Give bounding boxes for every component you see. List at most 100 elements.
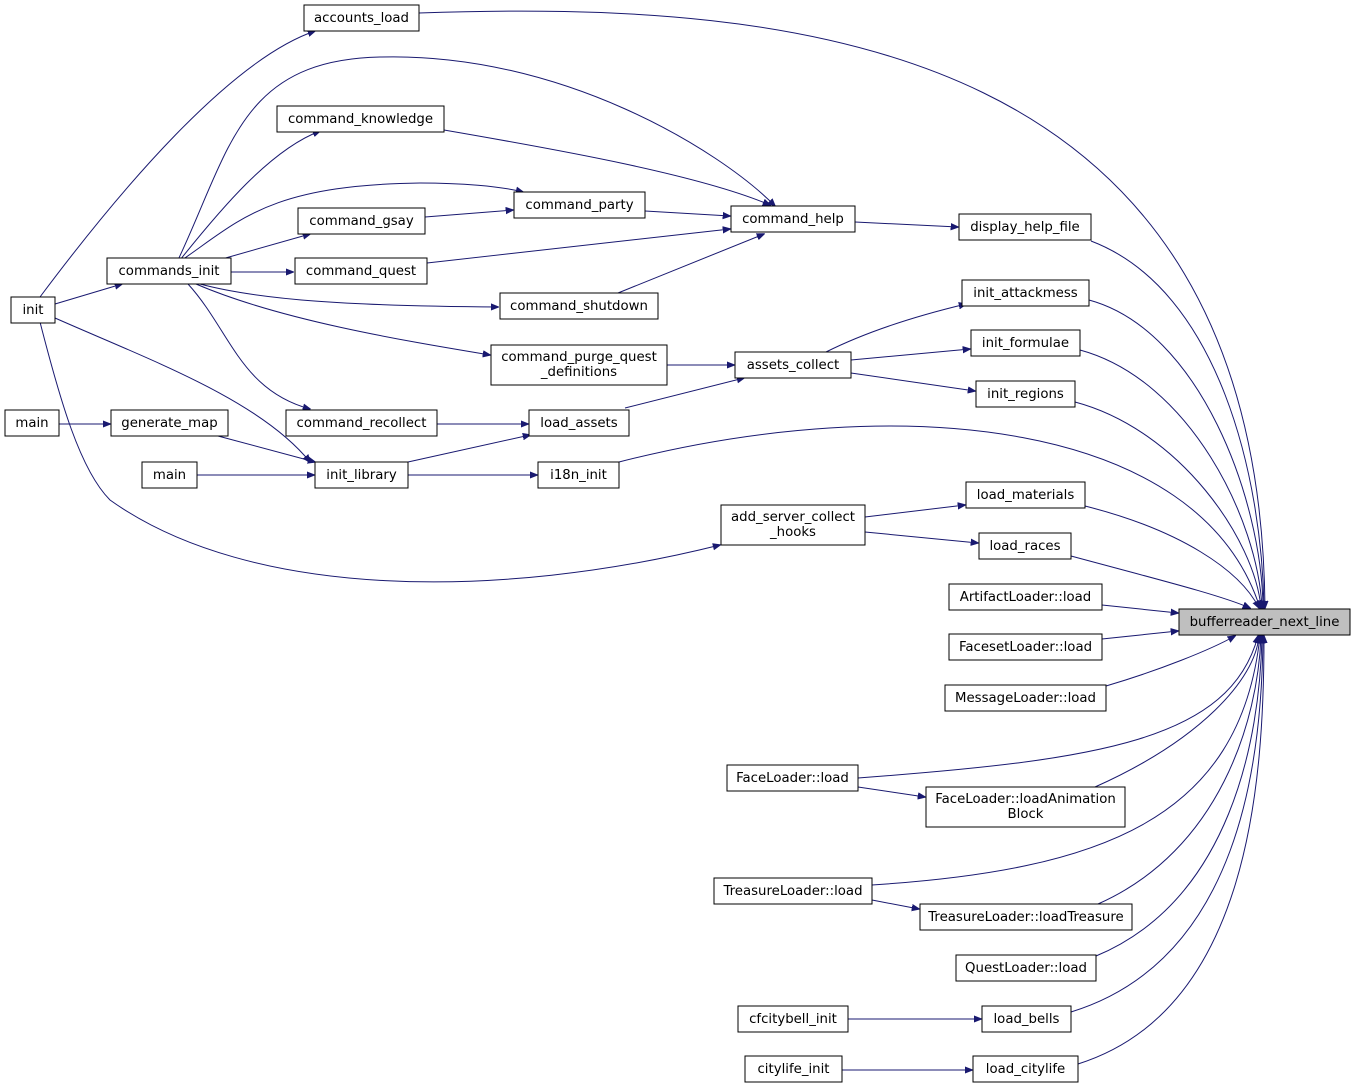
node-label: load_bells bbox=[993, 1012, 1059, 1027]
node-command_quest[interactable]: command_quest bbox=[294, 257, 428, 285]
node-cfcitybell_init[interactable]: cfcitybell_init bbox=[737, 1005, 849, 1033]
node-label: QuestLoader::load bbox=[965, 961, 1087, 976]
node-label: TreasureLoader::load bbox=[722, 884, 862, 899]
edge-commands_init-to-command_knowledge bbox=[179, 131, 320, 261]
node-treasureloader_load[interactable]: TreasureLoader::load bbox=[713, 877, 873, 905]
node-init_attackmess[interactable]: init_attackmess bbox=[961, 279, 1090, 307]
edge-faceloader_load-to-bufferreader bbox=[857, 636, 1258, 779]
node-label: main bbox=[15, 416, 48, 431]
edge-init-to-add_server_collect_hooks bbox=[39, 321, 720, 583]
edge-command_quest-to-command_help bbox=[426, 229, 730, 264]
node-label: init_regions bbox=[987, 387, 1064, 402]
node-bufferreader_next_line[interactable]: bufferreader_next_line bbox=[1178, 608, 1351, 636]
edge-load_assets-to-assets_collect bbox=[624, 378, 744, 409]
edge-command_shutdown-to-command_help bbox=[617, 234, 764, 294]
node-label: generate_map bbox=[121, 416, 217, 431]
edge-load_bells-to-bufferreader bbox=[1070, 636, 1263, 1013]
node-label: commands_init bbox=[119, 264, 220, 279]
node-i18n_init[interactable]: i18n_init bbox=[537, 461, 620, 489]
node-label: command_recollect bbox=[297, 416, 427, 431]
edge-load_citylife-to-bufferreader bbox=[1077, 636, 1264, 1065]
node-accounts_load[interactable]: accounts_load bbox=[303, 4, 420, 32]
edge-commands_init-to-command_shutdown bbox=[199, 283, 498, 307]
node-assets_collect[interactable]: assets_collect bbox=[734, 351, 852, 379]
edge-load_materials-to-bufferreader bbox=[1084, 505, 1259, 608]
edge-accounts_load-to-bufferreader bbox=[418, 10, 1265, 608]
node-label: load_races bbox=[989, 539, 1060, 554]
node-artifactloader_load[interactable]: ArtifactLoader::load bbox=[948, 583, 1103, 611]
edge-init_formulae-to-bufferreader bbox=[1079, 349, 1262, 608]
edge-command_help-to-display_help_file bbox=[854, 221, 958, 227]
edge-hooks-to-load_materials bbox=[864, 505, 965, 518]
node-questloader_load[interactable]: QuestLoader::load bbox=[955, 954, 1097, 982]
node-load_assets[interactable]: load_assets bbox=[528, 409, 630, 437]
node-label-line2: _definitions bbox=[540, 365, 617, 380]
edge-questloader-to-bufferreader bbox=[1095, 636, 1262, 957]
node-label: citylife_init bbox=[757, 1062, 829, 1077]
node-label: MessageLoader::load bbox=[955, 691, 1096, 706]
node-generate_map[interactable]: generate_map bbox=[110, 409, 229, 437]
node-init_regions[interactable]: init_regions bbox=[975, 380, 1076, 408]
node-command_recollect[interactable]: command_recollect bbox=[285, 409, 438, 437]
node-command_gsay[interactable]: command_gsay bbox=[297, 207, 426, 235]
node-label-line1: FaceLoader::loadAnimation bbox=[935, 792, 1116, 807]
node-facesetloader_load[interactable]: FacesetLoader::load bbox=[948, 633, 1103, 661]
node-init_formulae[interactable]: init_formulae bbox=[970, 329, 1081, 357]
node-faceloader_load[interactable]: FaceLoader::load bbox=[726, 764, 859, 792]
node-label: FacesetLoader::load bbox=[959, 640, 1092, 655]
node-label: load_assets bbox=[540, 416, 617, 431]
node-label: command_shutdown bbox=[510, 299, 648, 314]
node-command_help[interactable]: command_help bbox=[730, 205, 856, 233]
node-main-1[interactable]: main bbox=[4, 409, 60, 437]
node-add_server_collect_hooks[interactable]: add_server_collect _hooks bbox=[720, 504, 866, 546]
edge-command_party-to-command_help bbox=[644, 210, 730, 216]
edge-generate_map-to-init_library bbox=[217, 435, 315, 462]
edge-i18n_init-to-bufferreader bbox=[618, 425, 1260, 608]
node-label: init bbox=[22, 303, 43, 318]
node-citylife_init[interactable]: citylife_init bbox=[744, 1055, 843, 1083]
node-messageloader_load[interactable]: MessageLoader::load bbox=[944, 684, 1107, 712]
edge-init-to-commands_init bbox=[54, 284, 122, 305]
edge-messageloader-to-bufferreader bbox=[1105, 636, 1235, 687]
node-label: display_help_file bbox=[970, 220, 1080, 235]
node-command_purge_quest_definitions[interactable]: command_purge_quest _definitions bbox=[490, 344, 668, 386]
node-init_library[interactable]: init_library bbox=[314, 461, 409, 489]
node-treasureloader_loadtreasure[interactable]: TreasureLoader::loadTreasure bbox=[919, 903, 1133, 931]
edge-load_races-to-bufferreader bbox=[1070, 555, 1250, 608]
node-display_help_file[interactable]: display_help_file bbox=[958, 213, 1092, 241]
node-label-line2: _hooks bbox=[769, 525, 816, 540]
node-commands_init[interactable]: commands_init bbox=[106, 257, 232, 285]
edge-hooks-to-load_races bbox=[864, 531, 978, 543]
node-command_shutdown[interactable]: command_shutdown bbox=[499, 292, 659, 320]
edge-commands_init-to-command_party bbox=[181, 182, 523, 261]
node-label: cfcitybell_init bbox=[749, 1012, 837, 1027]
node-main-2[interactable]: main bbox=[141, 461, 198, 489]
node-command_party[interactable]: command_party bbox=[513, 191, 646, 219]
node-load_races[interactable]: load_races bbox=[978, 532, 1072, 560]
node-load_bells[interactable]: load_bells bbox=[981, 1005, 1072, 1033]
edge-commands_init-to-command_help bbox=[177, 56, 775, 261]
edge-assets_collect-to-init_regions bbox=[850, 372, 975, 391]
node-label: load_materials bbox=[977, 488, 1075, 503]
node-label: assets_collect bbox=[747, 358, 840, 373]
edge-init-to-accounts_load bbox=[39, 31, 315, 298]
edge-treasureloader_loadtreasure-to-bufferreader bbox=[1097, 636, 1261, 905]
node-label-line1: command_purge_quest bbox=[501, 350, 657, 365]
edge-artifactloader-to-bufferreader bbox=[1101, 604, 1178, 613]
node-label-line2: Block bbox=[1008, 807, 1044, 822]
node-faceloader_loadanimationblock[interactable]: FaceLoader::loadAnimation Block bbox=[925, 786, 1126, 828]
node-load_materials[interactable]: load_materials bbox=[965, 481, 1086, 509]
edge-faceloader_load-to-anim bbox=[857, 786, 925, 797]
edge-treasureloader_load-to-loadtreasure bbox=[871, 899, 919, 909]
edge-init-to-init_library bbox=[54, 317, 310, 462]
node-init[interactable]: init bbox=[10, 296, 56, 324]
edge-facesetloader-to-bufferreader bbox=[1101, 631, 1178, 640]
node-label: ArtifactLoader::load bbox=[960, 590, 1092, 605]
node-command_knowledge[interactable]: command_knowledge bbox=[276, 105, 445, 133]
edge-display_help_file-to-bufferreader bbox=[1090, 240, 1264, 608]
node-label: i18n_init bbox=[550, 468, 607, 483]
edge-init_library-to-load_assets bbox=[407, 435, 530, 463]
edge-commands_init-to-command_gsay bbox=[214, 234, 310, 262]
node-label: command_knowledge bbox=[288, 112, 433, 127]
node-load_citylife[interactable]: load_citylife bbox=[972, 1055, 1079, 1083]
